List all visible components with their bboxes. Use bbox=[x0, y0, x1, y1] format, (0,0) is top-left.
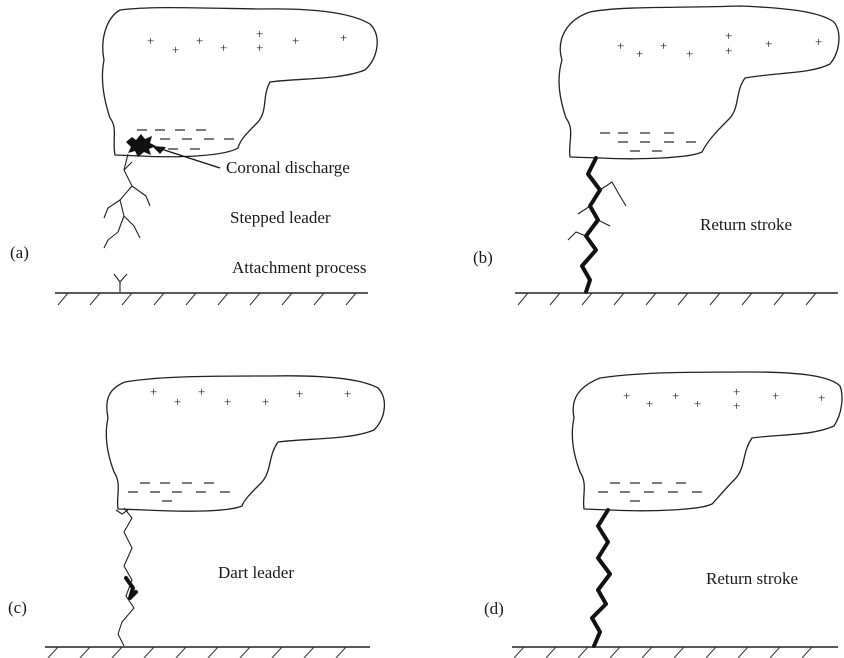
charge-plus: + bbox=[196, 33, 203, 48]
positive-charges-b: + + + + + + + + bbox=[617, 28, 822, 61]
stepped-leader bbox=[103, 153, 151, 249]
ground-a bbox=[55, 292, 368, 306]
charge-plus: + bbox=[220, 40, 227, 55]
charge-plus: + bbox=[694, 396, 701, 411]
panel-c-tag: (c) bbox=[8, 598, 27, 617]
dart-leader-segment bbox=[124, 576, 138, 600]
charge-plus: + bbox=[623, 388, 630, 403]
panel-b-tag: (b) bbox=[473, 248, 493, 267]
negative-charges-b bbox=[600, 132, 696, 152]
panel-a: + + + + + + + + bbox=[10, 6, 378, 306]
corona-pointer-arrow bbox=[152, 146, 221, 169]
charge-plus: + bbox=[150, 384, 157, 399]
positive-charges-a: + + + + + + + + bbox=[147, 26, 347, 57]
cloud-c bbox=[105, 375, 385, 512]
charge-plus: + bbox=[262, 394, 269, 409]
charge-plus: + bbox=[772, 388, 779, 403]
positive-charges-d: + + + + + + + + bbox=[623, 384, 825, 413]
charge-plus: + bbox=[725, 43, 732, 58]
charge-plus: + bbox=[646, 396, 653, 411]
negative-charges-c bbox=[128, 482, 230, 502]
charge-plus: + bbox=[224, 394, 231, 409]
panel-b: + + + + + + + + bbox=[473, 5, 840, 306]
coronal-discharge-label: Coronal discharge bbox=[226, 158, 350, 177]
charge-plus: + bbox=[815, 34, 822, 49]
negative-charges-a bbox=[137, 129, 234, 150]
return-stroke-label-d: Return stroke bbox=[706, 569, 798, 588]
positive-charges-c: + + + + + + + bbox=[150, 384, 351, 409]
charge-plus: + bbox=[672, 388, 679, 403]
charge-plus: + bbox=[733, 398, 740, 413]
ground-c bbox=[45, 646, 370, 658]
charge-plus: + bbox=[818, 390, 825, 405]
stepped-leader-label: Stepped leader bbox=[230, 208, 331, 227]
negative-charges-d bbox=[598, 482, 702, 502]
charge-plus: + bbox=[292, 33, 299, 48]
panel-d-tag: (d) bbox=[484, 599, 504, 618]
charge-plus: + bbox=[765, 36, 772, 51]
charge-plus: + bbox=[617, 38, 624, 53]
charge-plus: + bbox=[725, 28, 732, 43]
corona-blob bbox=[126, 134, 156, 157]
panel-d: + + + + + + + + bbox=[484, 371, 843, 658]
charge-plus: + bbox=[256, 40, 263, 55]
ground-b bbox=[515, 292, 838, 306]
residual-branches-b bbox=[567, 181, 627, 241]
charge-plus: + bbox=[686, 46, 693, 61]
leader-channel-c bbox=[117, 507, 135, 647]
charge-plus: + bbox=[660, 38, 667, 53]
panel-a-tag: (a) bbox=[10, 243, 29, 262]
return-stroke-channel-b bbox=[580, 156, 602, 294]
attachment-process-label: Attachment process bbox=[232, 258, 367, 277]
panel-c: + + + + + + + bbox=[8, 375, 385, 658]
charge-plus: + bbox=[344, 386, 351, 401]
cloud-d bbox=[571, 371, 843, 512]
charge-plus: + bbox=[256, 26, 263, 41]
ground-d bbox=[512, 646, 838, 658]
cloud-b bbox=[558, 5, 840, 160]
charge-plus: + bbox=[147, 33, 154, 48]
charge-plus: + bbox=[174, 394, 181, 409]
charge-plus: + bbox=[340, 30, 347, 45]
charge-plus: + bbox=[198, 384, 205, 399]
return-stroke-channel-d bbox=[590, 508, 612, 648]
charge-plus: + bbox=[636, 46, 643, 61]
charge-plus: + bbox=[296, 386, 303, 401]
charge-plus: + bbox=[733, 384, 740, 399]
charge-plus: + bbox=[172, 42, 179, 57]
cloud-a bbox=[101, 6, 378, 158]
channel-branch-c bbox=[115, 509, 129, 515]
attachment-upward-streamer bbox=[113, 273, 128, 292]
return-stroke-label-b: Return stroke bbox=[700, 215, 792, 234]
dart-leader-label: Dart leader bbox=[218, 563, 294, 582]
